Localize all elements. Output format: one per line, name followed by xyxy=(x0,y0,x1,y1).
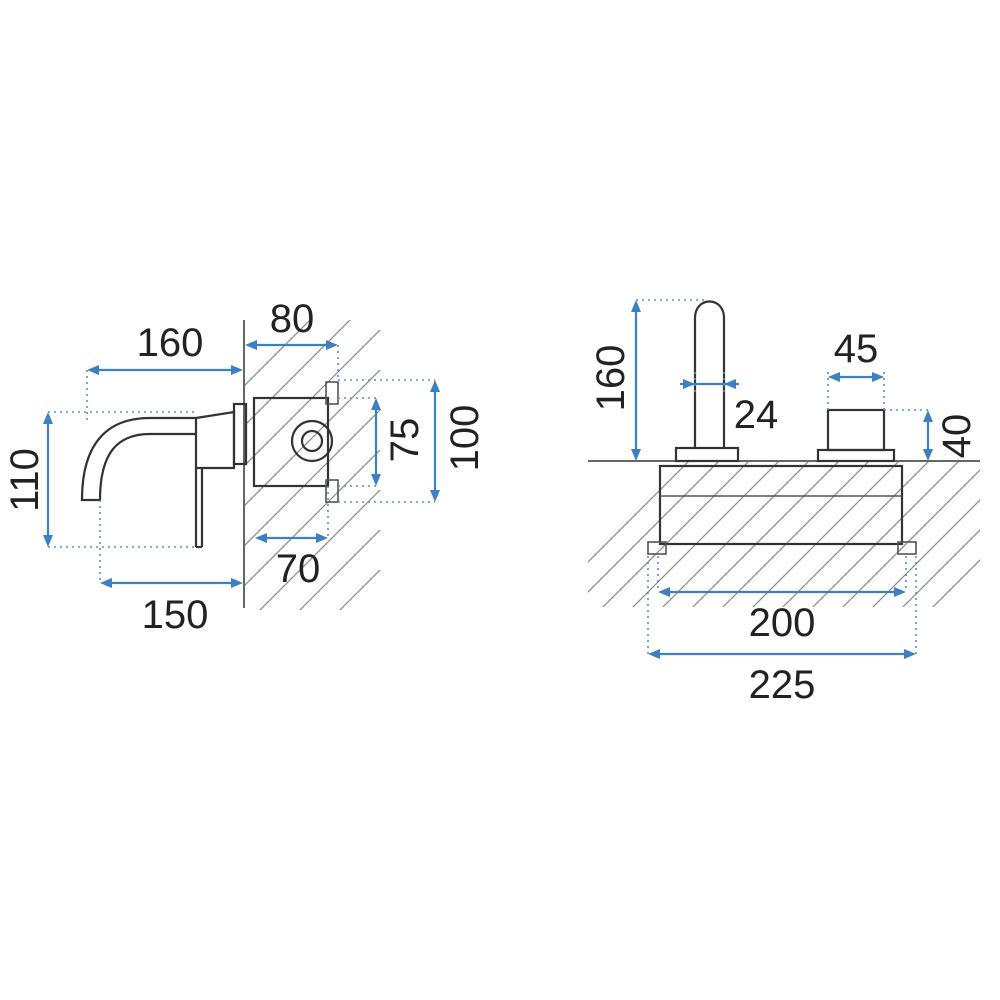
ground-hatching xyxy=(588,462,980,607)
dim-box-width: 200 xyxy=(749,601,816,645)
box-outlet-outer xyxy=(290,419,334,463)
dim-plate-outer: 100 xyxy=(443,405,487,472)
box-outlet-inner xyxy=(300,429,324,453)
handle-body xyxy=(194,410,236,470)
dim-spout-diameter: 24 xyxy=(734,393,779,437)
dim-box-depth: 70 xyxy=(276,547,321,591)
dim-handle-height: 40 xyxy=(935,414,979,459)
dim-plate-inner: 75 xyxy=(383,418,427,463)
dim-spout-height: 160 xyxy=(589,345,633,412)
box-foot-left xyxy=(647,541,667,555)
dim-handle-projection: 150 xyxy=(142,593,209,637)
side-view: 160 80 110 75 100 70 150 xyxy=(3,297,487,637)
dim-spout-projection: 160 xyxy=(137,321,204,365)
spout xyxy=(80,416,196,502)
spout-base xyxy=(674,446,740,463)
dim-height: 110 xyxy=(3,448,47,512)
box-bracket-top xyxy=(325,381,339,405)
box-foot-right xyxy=(897,541,917,555)
concealed-box xyxy=(252,396,330,488)
concealed-box-front xyxy=(658,464,904,546)
front-view: 160 24 45 40 200 225 xyxy=(588,299,980,707)
handle-base xyxy=(816,448,896,463)
dim-wall-depth: 80 xyxy=(270,297,315,341)
box-bracket-bottom xyxy=(325,479,339,503)
dim-handle-diameter: 45 xyxy=(834,327,879,371)
spout-front xyxy=(693,300,726,448)
dim-plate-width: 225 xyxy=(749,663,816,707)
handle-front xyxy=(826,408,886,452)
